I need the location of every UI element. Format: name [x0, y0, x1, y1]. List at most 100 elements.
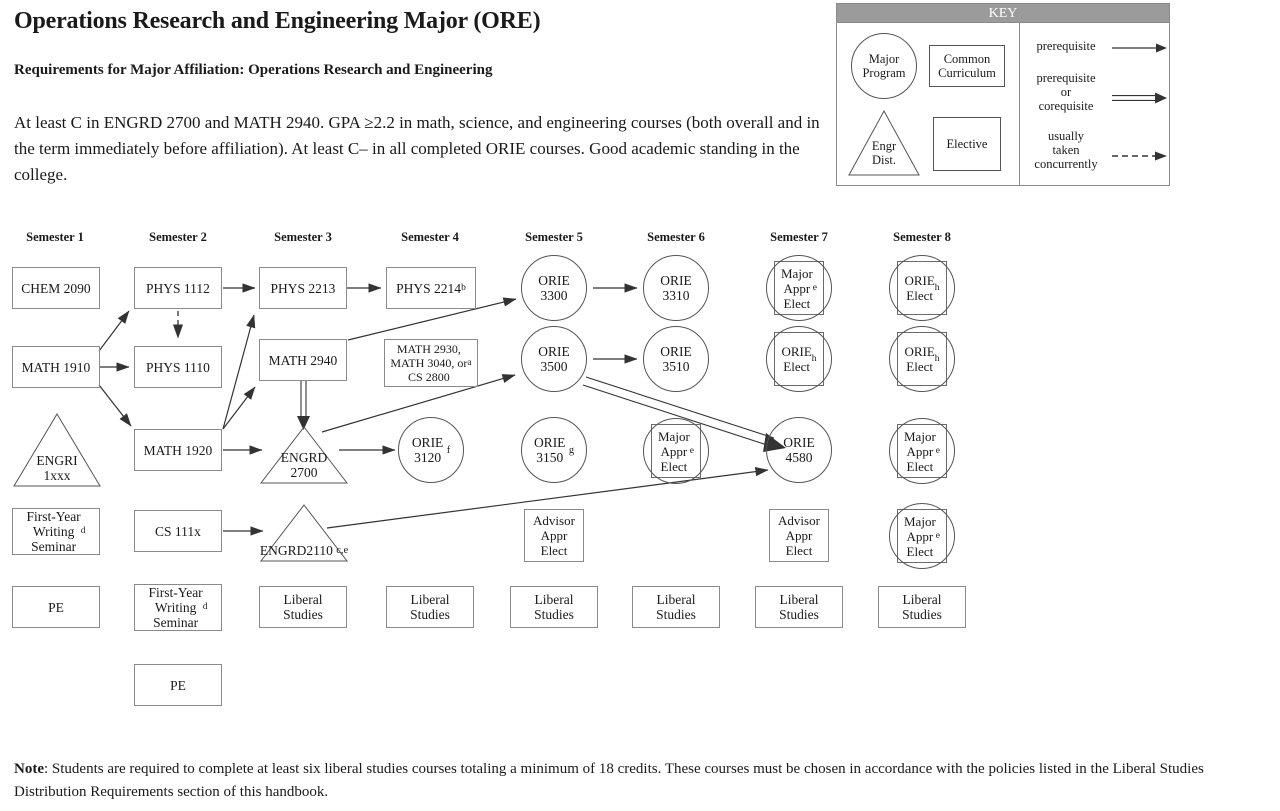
node-label: Liberal Studies: [656, 592, 696, 622]
node-math-1910[interactable]: MATH 1910: [12, 346, 100, 388]
node-pe-2[interactable]: PE: [134, 664, 222, 706]
node-engrd-2700[interactable]: ENGRD 2700: [259, 425, 349, 485]
node-liberal-studies-6[interactable]: Liberal Studies: [632, 586, 720, 628]
node-label: ENGRD 2700: [280, 450, 328, 480]
key-corequisite-label: prerequisite or corequisite: [1036, 71, 1096, 113]
footnote-marker: e: [935, 530, 940, 541]
key-concurrent-label: usually taken concurrently: [1034, 129, 1098, 171]
affiliation-subtitle: Requirements for Major Affiliation: Oper…: [14, 62, 493, 78]
node-phys-1112[interactable]: PHYS 1112: [134, 267, 222, 309]
footnote-marker: h: [811, 353, 817, 364]
node-label: ORIE 3510: [660, 344, 692, 374]
node-label: ENGRI 1xxx: [36, 453, 78, 483]
circle-outline: [643, 418, 709, 484]
circle-outline: [766, 255, 832, 321]
node-advisor-appr-elect-7[interactable]: Advisor Appr Elect: [769, 509, 829, 562]
node-label: PHYS 1110: [146, 359, 210, 375]
circle-outline: [766, 326, 832, 392]
node-label: Liberal Studies: [779, 592, 819, 622]
key-shapes: Major Program Common Curriculum Engr Dis…: [837, 23, 1019, 187]
node-orie-3310[interactable]: ORIE 3310: [643, 255, 709, 321]
triangle-icon: [259, 426, 349, 484]
circle-outline: [889, 503, 955, 569]
node-math-elective-choice[interactable]: MATH 2930, MATH 3040, or CS 2800 a: [384, 339, 478, 387]
node-cs-111x[interactable]: CS 111x: [134, 510, 222, 552]
node-label: MATH 2930, MATH 3040, or CS 2800 a: [390, 342, 472, 384]
semester-header-2: Semester 2: [149, 230, 207, 244]
node-liberal-studies-7[interactable]: Liberal Studies: [755, 586, 843, 628]
node-label: PHYS 2213: [270, 280, 336, 296]
node-orie-3150[interactable]: ORIE 3150 g: [521, 417, 587, 483]
dashed-arrow-icon: [1112, 151, 1167, 161]
node-label: PE: [48, 599, 64, 615]
node-phys-1110[interactable]: PHYS 1110: [134, 346, 222, 388]
node-label: Liberal Studies: [283, 592, 323, 622]
node-orie-3510[interactable]: ORIE 3510: [643, 326, 709, 392]
node-phys-2213[interactable]: PHYS 2213: [259, 267, 347, 309]
node-label: PE: [170, 677, 186, 693]
node-math-1920[interactable]: MATH 1920: [134, 429, 222, 471]
node-orie-4580[interactable]: ORIE 4580: [766, 417, 832, 483]
triangle-icon: [13, 413, 101, 487]
affiliation-requirements-text: At least C in ENGRD 2700 and MATH 2940. …: [14, 113, 820, 184]
node-label: Advisor Appr Elect: [778, 513, 820, 558]
key-major-program-label: Major Program: [862, 52, 906, 80]
node-chem-2090[interactable]: CHEM 2090: [12, 267, 100, 309]
node-math-2940[interactable]: MATH 2940: [259, 339, 347, 381]
key-elective-shape: Elective: [933, 117, 1001, 171]
node-liberal-studies-8[interactable]: Liberal Studies: [878, 586, 966, 628]
node-liberal-studies-3[interactable]: Liberal Studies: [259, 586, 347, 628]
footnote-marker: c,e: [336, 545, 349, 556]
key-prerequisite-label: prerequisite: [1036, 39, 1096, 53]
node-label: ORIE 3150 g: [533, 435, 575, 465]
node-pe-1[interactable]: PE: [12, 586, 100, 628]
key-arrows: prerequisite prerequisite or corequisite…: [1020, 23, 1170, 187]
triangle-icon: [259, 504, 349, 562]
node-liberal-studies-4[interactable]: Liberal Studies: [386, 586, 474, 628]
node-orie-3300[interactable]: ORIE 3300: [521, 255, 587, 321]
footnote-marker: e: [689, 445, 694, 456]
node-label: PHYS 1112: [146, 280, 210, 296]
key-common-curriculum-label: Common Curriculum: [938, 52, 996, 80]
node-advisor-appr-elect-5[interactable]: Advisor Appr Elect: [524, 509, 584, 562]
node-label: CS 111x: [155, 523, 201, 539]
node-label: Advisor Appr Elect: [533, 513, 575, 558]
footnote-marker: f: [446, 444, 451, 456]
node-liberal-studies-5[interactable]: Liberal Studies: [510, 586, 598, 628]
key-title: KEY: [837, 4, 1169, 23]
footnote-marker: g: [568, 444, 575, 456]
node-label: ORIE 3120 f: [411, 435, 451, 465]
key-divider: [1019, 23, 1020, 186]
node-label: CHEM 2090: [21, 280, 91, 296]
node-orie-3120[interactable]: ORIE 3120 f: [398, 417, 464, 483]
semester-header-8: Semester 8: [893, 230, 951, 244]
node-label: MATH 1920: [143, 442, 213, 458]
key-engr-dist-label: Engr Dist.: [871, 139, 897, 167]
key-common-curriculum-shape: Common Curriculum: [929, 45, 1005, 87]
key-engr-dist-shape: Engr Dist.: [847, 109, 921, 177]
footnote-marker: d: [80, 526, 86, 536]
node-orie-3500[interactable]: ORIE 3500: [521, 326, 587, 392]
node-engri-1xxx[interactable]: ENGRI 1xxx: [12, 412, 102, 488]
